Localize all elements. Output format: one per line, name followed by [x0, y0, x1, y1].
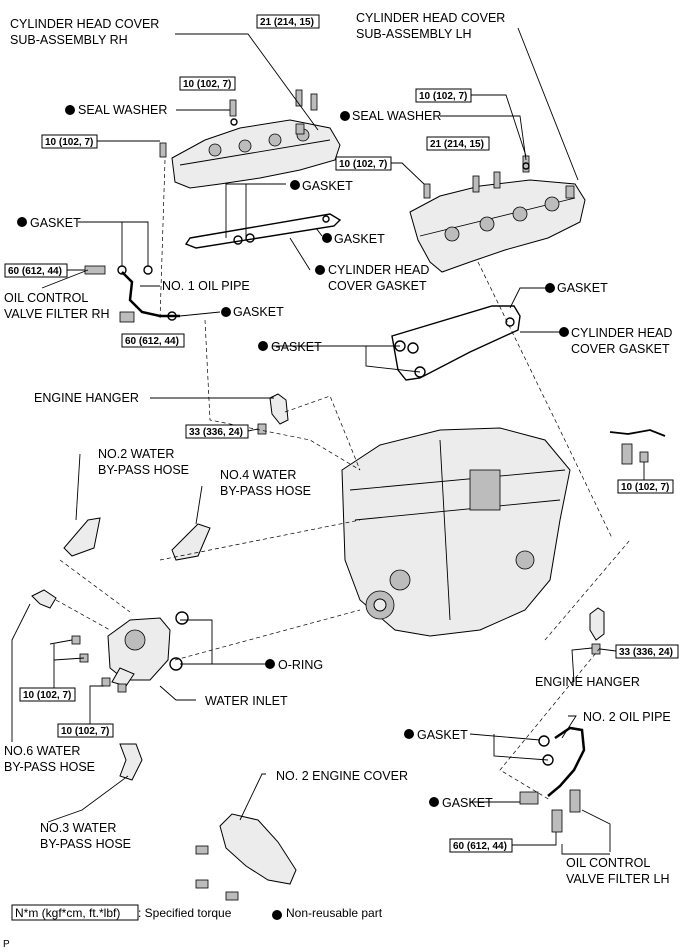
label-ocv-filter-rh-2: VALVE FILTER RH: [4, 307, 110, 321]
no6-water-bypass-hose-part: [31, 589, 57, 609]
label-cylinder-head-cover-lh-2: SUB-ASSEMBLY LH: [356, 27, 472, 41]
torque-spec-t1-text: 21 (214, 15): [260, 17, 314, 28]
legend-torque-unit: N*m (kgf*cm, ft.*lbf): [15, 906, 120, 920]
legend-torque-text: : Specified torque: [138, 906, 232, 920]
engine-hanger-lh-part: [589, 607, 605, 641]
torque-leader-t11: [599, 648, 617, 652]
torque-spec-t7: 60 (612, 44): [4, 263, 68, 278]
no4-water-bypass-hose-part: [171, 523, 211, 561]
label-gasket-rh-cover-2: GASKET: [334, 232, 385, 246]
label-cylinder-head-cover-gasket-lh-2: COVER GASKET: [571, 342, 670, 356]
label-cylinder-head-cover-gasket-rh-1: CYLINDER HEAD: [328, 263, 429, 277]
bolts: [71, 89, 649, 693]
cylinder-head-cover-rh-part: [171, 119, 341, 189]
label-seal-washer-rh: SEAL WASHER: [78, 103, 167, 117]
torque-spec-t13-text: 10 (102, 7): [61, 726, 109, 737]
label-engine-hanger-1: ENGINE HANGER: [34, 391, 139, 405]
label-no2-water-bypass-1: NO.2 WATER: [98, 447, 174, 461]
torque-spec-t8-text: 60 (612, 44): [125, 336, 179, 347]
label-gasket-lh-plug: GASKET: [271, 340, 322, 354]
torque-spec-t10-text: 10 (102, 7): [621, 482, 669, 493]
label-no2-oil-pipe: NO. 2 OIL PIPE: [583, 710, 671, 724]
wire-harness-part: [609, 429, 666, 437]
torque-spec-t1: 21 (214, 15): [256, 14, 320, 29]
label-cylinder-head-cover-gasket-rh-2: COVER GASKET: [328, 279, 427, 293]
no2-water-bypass-hose-part: [63, 517, 101, 557]
torque-spec-t9-text: 33 (336, 24): [189, 427, 243, 438]
torque-spec-t13: 10 (102, 7): [57, 723, 114, 738]
label-ocv-filter-lh-2: VALVE FILTER LH: [566, 872, 670, 886]
torque-leader-t9: [247, 428, 259, 432]
label-cylinder-head-cover-lh-1: CYLINDER HEAD COVER: [356, 11, 505, 25]
label-no4-water-bypass-2: BY-PASS HOSE: [220, 484, 311, 498]
torque-spec-t9: 33 (336, 24): [185, 424, 249, 439]
torque-spec-t5: 21 (214, 15): [426, 136, 490, 151]
no1-oil-pipe-part: [121, 271, 180, 318]
label-gasket-no2-pipe-2: GASKET: [442, 796, 493, 810]
label-gasket-oil-pipe-1: GASKET: [30, 216, 81, 230]
torque-spec-t2-text: 10 (102, 7): [183, 79, 231, 90]
torque-spec-t4: 10 (102, 7): [415, 88, 472, 103]
torque-spec-t6-text: 10 (102, 7): [339, 159, 387, 170]
label-no2-engine-cover: NO. 2 ENGINE COVER: [276, 769, 408, 783]
label-ocv-filter-lh-1: OIL CONTROL: [566, 856, 650, 870]
torque-spec-t4-text: 10 (102, 7): [419, 91, 467, 102]
torque-spec-t7-text: 60 (612, 44): [8, 266, 62, 277]
cylinder-head-cover-lh-part: [409, 179, 586, 273]
torque-spec-t6: 10 (102, 7): [335, 156, 392, 171]
no3-water-bypass-hose-part: [119, 743, 143, 781]
engine-block-part: [341, 427, 571, 637]
torque-leader-t4: [471, 94, 527, 157]
label-cylinder-head-cover-gasket-lh-1: CYLINDER HEAD: [571, 326, 672, 340]
label-no6-water-bypass-2: BY-PASS HOSE: [4, 760, 95, 774]
label-cylinder-head-cover-rh-2: SUB-ASSEMBLY RH: [10, 33, 128, 47]
torque-spec-t12-text: 10 (102, 7): [23, 690, 71, 701]
label-water-inlet: WATER INLET: [205, 694, 288, 708]
label-no2-water-bypass-2: BY-PASS HOSE: [98, 463, 189, 477]
label-cylinder-head-cover-rh-1: CYLINDER HEAD COVER: [10, 17, 159, 31]
label-gasket-rh-cover: GASKET: [302, 179, 353, 193]
torque-spec-t14-text: 60 (612, 44): [453, 841, 507, 852]
torque-spec-t11: 33 (336, 24): [615, 644, 679, 659]
no2-oil-pipe-part: [547, 726, 586, 797]
corner-mark: P: [3, 939, 10, 950]
torque-spec-t3: 10 (102, 7): [41, 134, 98, 149]
label-gasket-lh-top: GASKET: [557, 281, 608, 295]
cylinder-head-cover-gasket-rh-part: [184, 213, 342, 249]
label-no3-water-bypass-1: NO.3 WATER: [40, 821, 116, 835]
legend: N*m (kgf*cm, ft.*lbf) : Specified torque…: [11, 904, 383, 921]
water-inlet-part: [107, 617, 171, 687]
torque-spec-t2: 10 (102, 7): [179, 76, 236, 91]
label-no1-oil-pipe: NO. 1 OIL PIPE: [162, 279, 250, 293]
torque-spec-t14: 60 (612, 44): [449, 838, 513, 853]
leader-lines: [11, 27, 611, 855]
cylinder-head-cover-gasket-lh-part: [391, 305, 521, 381]
torque-leader-t6: [391, 162, 425, 185]
label-engine-hanger-2: ENGINE HANGER: [535, 675, 640, 689]
torque-spec-t10: 10 (102, 7): [617, 479, 674, 494]
non-reusable-markers: [17, 105, 569, 920]
label-ocv-filter-rh-1: OIL CONTROL: [4, 291, 88, 305]
alignment-lines: [55, 159, 631, 801]
label-gasket-no2-pipe-1: GASKET: [417, 728, 468, 742]
torque-spec-t5-text: 21 (214, 15): [430, 139, 484, 150]
label-no4-water-bypass-1: NO.4 WATER: [220, 468, 296, 482]
label-no6-water-bypass-1: NO.6 WATER: [4, 744, 80, 758]
label-gasket-oil-pipe-2: GASKET: [233, 305, 284, 319]
engine-hanger-rh-part: [269, 393, 289, 425]
legend-non-reusable: Non-reusable part: [286, 906, 383, 920]
torque-spec-t11-text: 33 (336, 24): [619, 647, 673, 658]
torque-spec-t8: 60 (612, 44): [121, 333, 185, 348]
no2-engine-cover-part: [219, 813, 297, 885]
torque-leader-t14: [512, 832, 557, 846]
label-no3-water-bypass-2: BY-PASS HOSE: [40, 837, 131, 851]
torque-spec-t12: 10 (102, 7): [19, 687, 76, 702]
torque-spec-t3-text: 10 (102, 7): [45, 137, 93, 148]
label-seal-washer-lh: SEAL WASHER: [352, 109, 441, 123]
label-o-ring: O-RING: [278, 658, 323, 672]
